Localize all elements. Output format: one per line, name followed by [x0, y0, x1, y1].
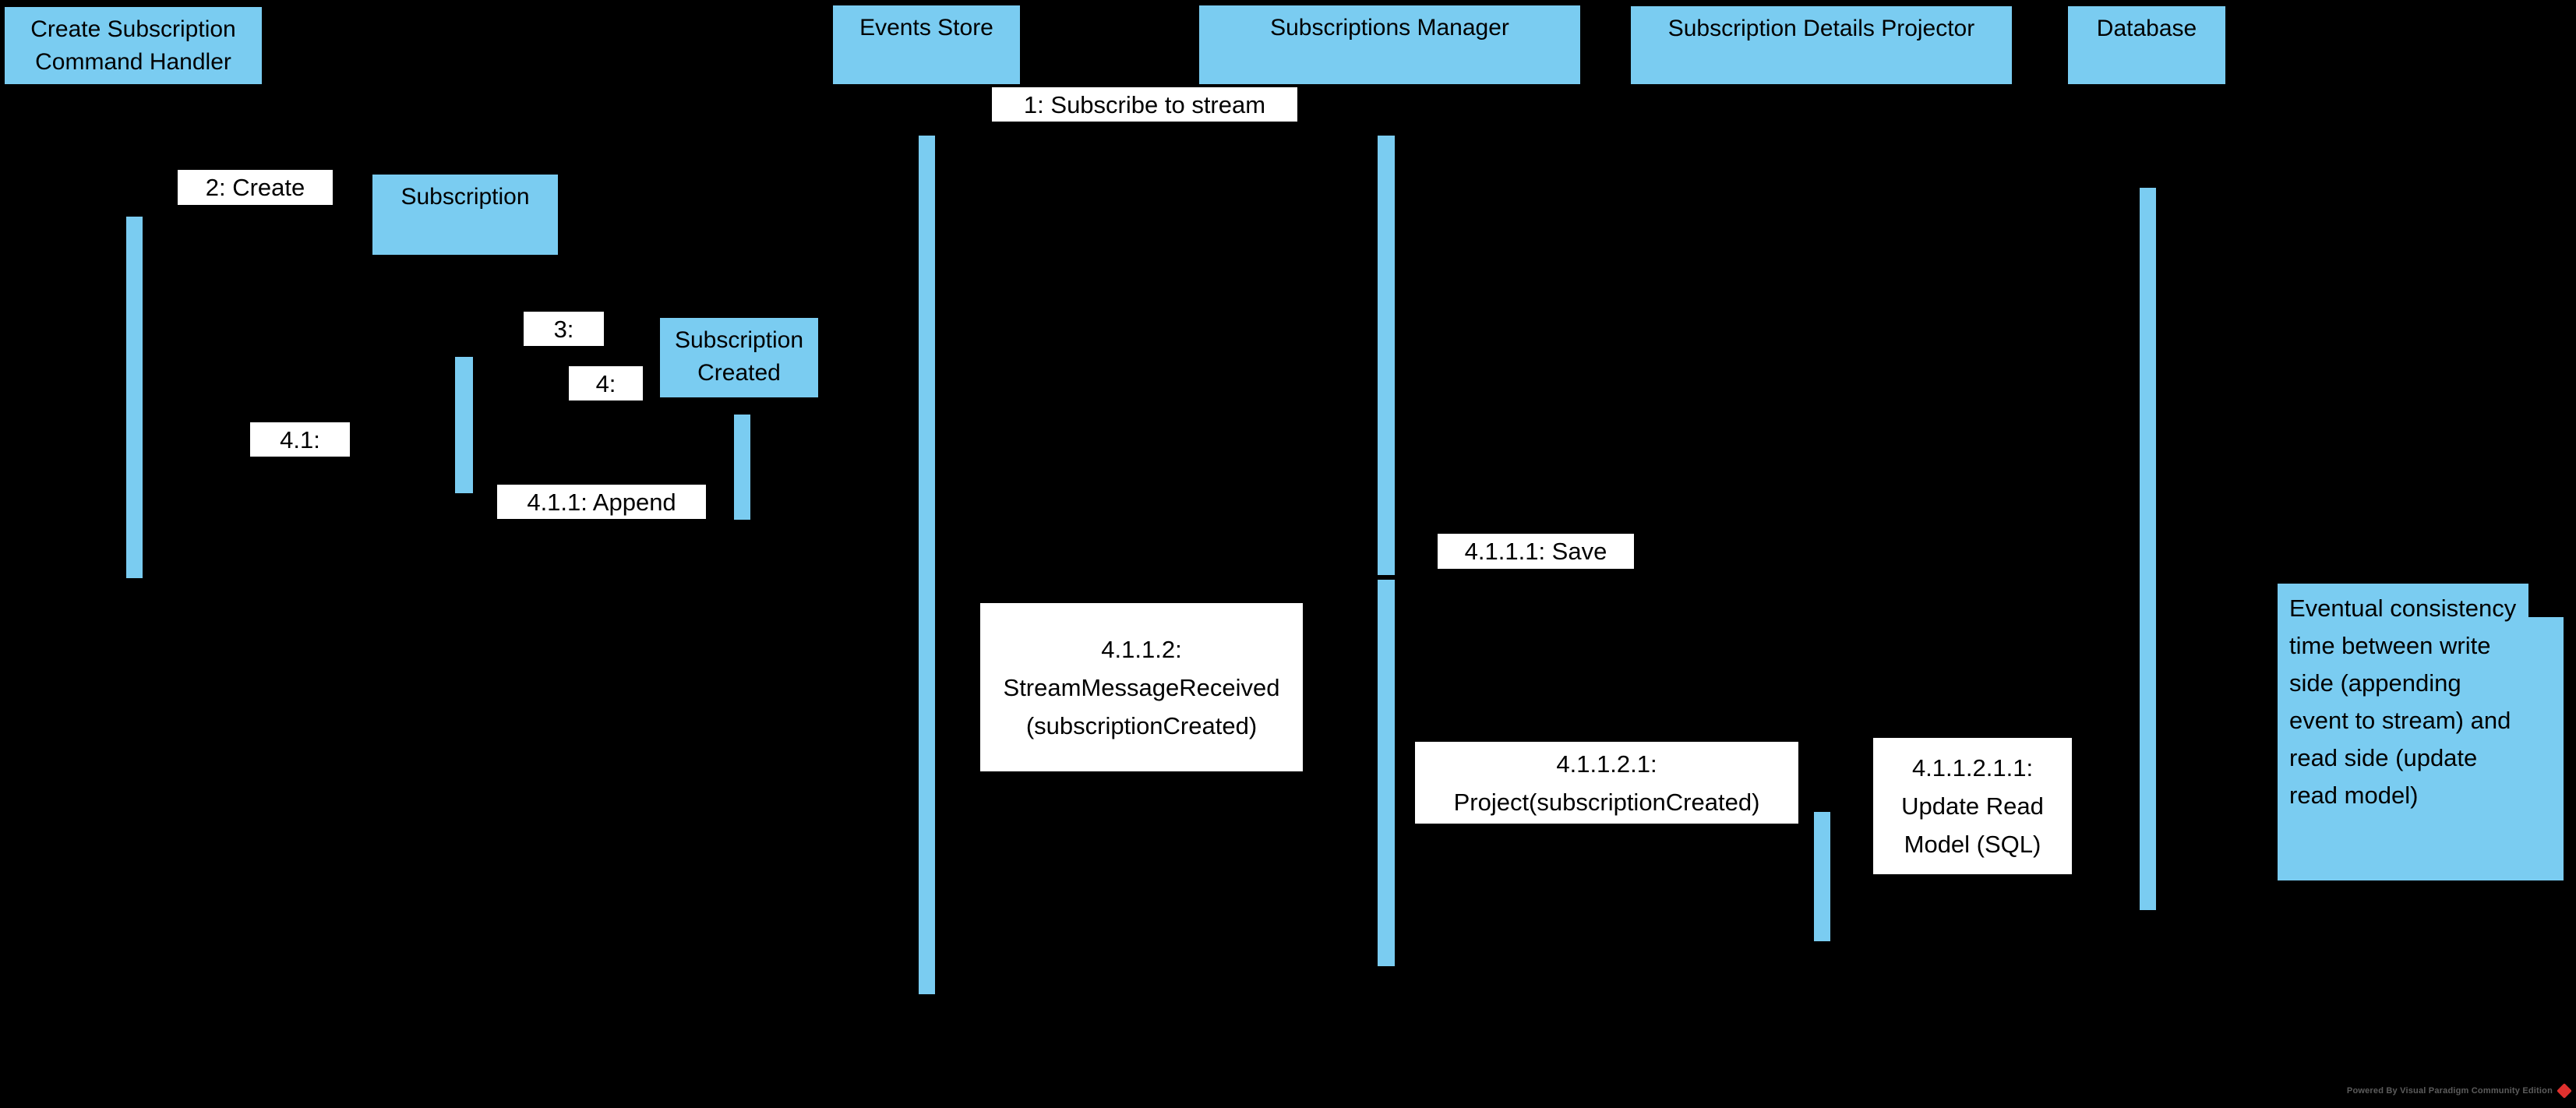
activation-bar-events-store [919, 136, 935, 994]
message-save: 4.1.1.1: Save [1438, 534, 1634, 569]
visual-paradigm-logo-icon [2557, 1083, 2572, 1099]
activation-bar-database [2140, 188, 2156, 910]
activation-bar-subscription-created [734, 415, 750, 520]
message-4-1: 4.1: [250, 422, 350, 457]
message-stream-message-received: 4.1.1.2: StreamMessageReceived (subscrip… [980, 603, 1303, 771]
participant-subscriptions-manager: Subscriptions Manager [1199, 5, 1580, 84]
activation-bar-command-handler [126, 217, 143, 578]
participant-subscription-details-projector: Subscription Details Projector [1631, 6, 2012, 84]
note-eventual-consistency: Eventual consistency time between write … [2278, 584, 2528, 880]
activation-bar-subscriptions-manager-2 [1378, 580, 1395, 966]
message-subscribe-to-stream: 1: Subscribe to stream [992, 87, 1297, 122]
object-subscription-created: Subscription Created [660, 318, 818, 397]
participant-create-subscription-command-handler: Create Subscription Command Handler [5, 7, 262, 84]
activation-bar-subscription-details-projector [1814, 812, 1830, 941]
note-fold-extension [2528, 617, 2564, 880]
message-create: 2: Create [178, 170, 333, 205]
message-update-read-model: 4.1.1.2.1.1: Update Read Model (SQL) [1873, 738, 2072, 874]
activation-bar-subscriptions-manager-1 [1378, 136, 1395, 575]
object-subscription: Subscription [372, 175, 558, 255]
message-append: 4.1.1: Append [497, 485, 706, 519]
participant-database: Database [2068, 6, 2225, 84]
participant-events-store: Events Store [833, 5, 1020, 84]
activation-bar-subscription [455, 357, 473, 493]
message-project-subscription-created: 4.1.1.2.1: Project(subscriptionCreated) [1415, 742, 1798, 824]
message-4: 4: [569, 366, 643, 401]
message-3: 3: [524, 312, 604, 346]
watermark-text: Powered By Visual Paradigm Community Edi… [2346, 1086, 2553, 1096]
watermark: Powered By Visual Paradigm Community Edi… [2346, 1080, 2572, 1102]
